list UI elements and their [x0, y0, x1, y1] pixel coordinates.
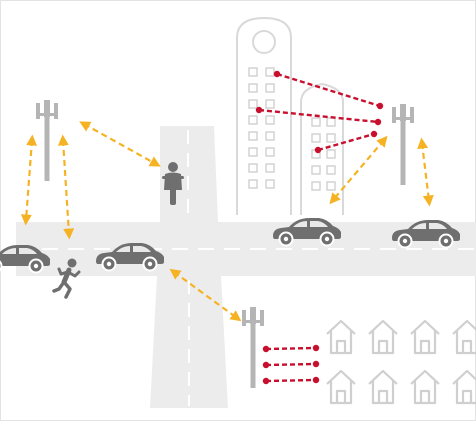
diagram-canvas	[0, 0, 476, 421]
v2x-network-diagram	[0, 0, 476, 421]
